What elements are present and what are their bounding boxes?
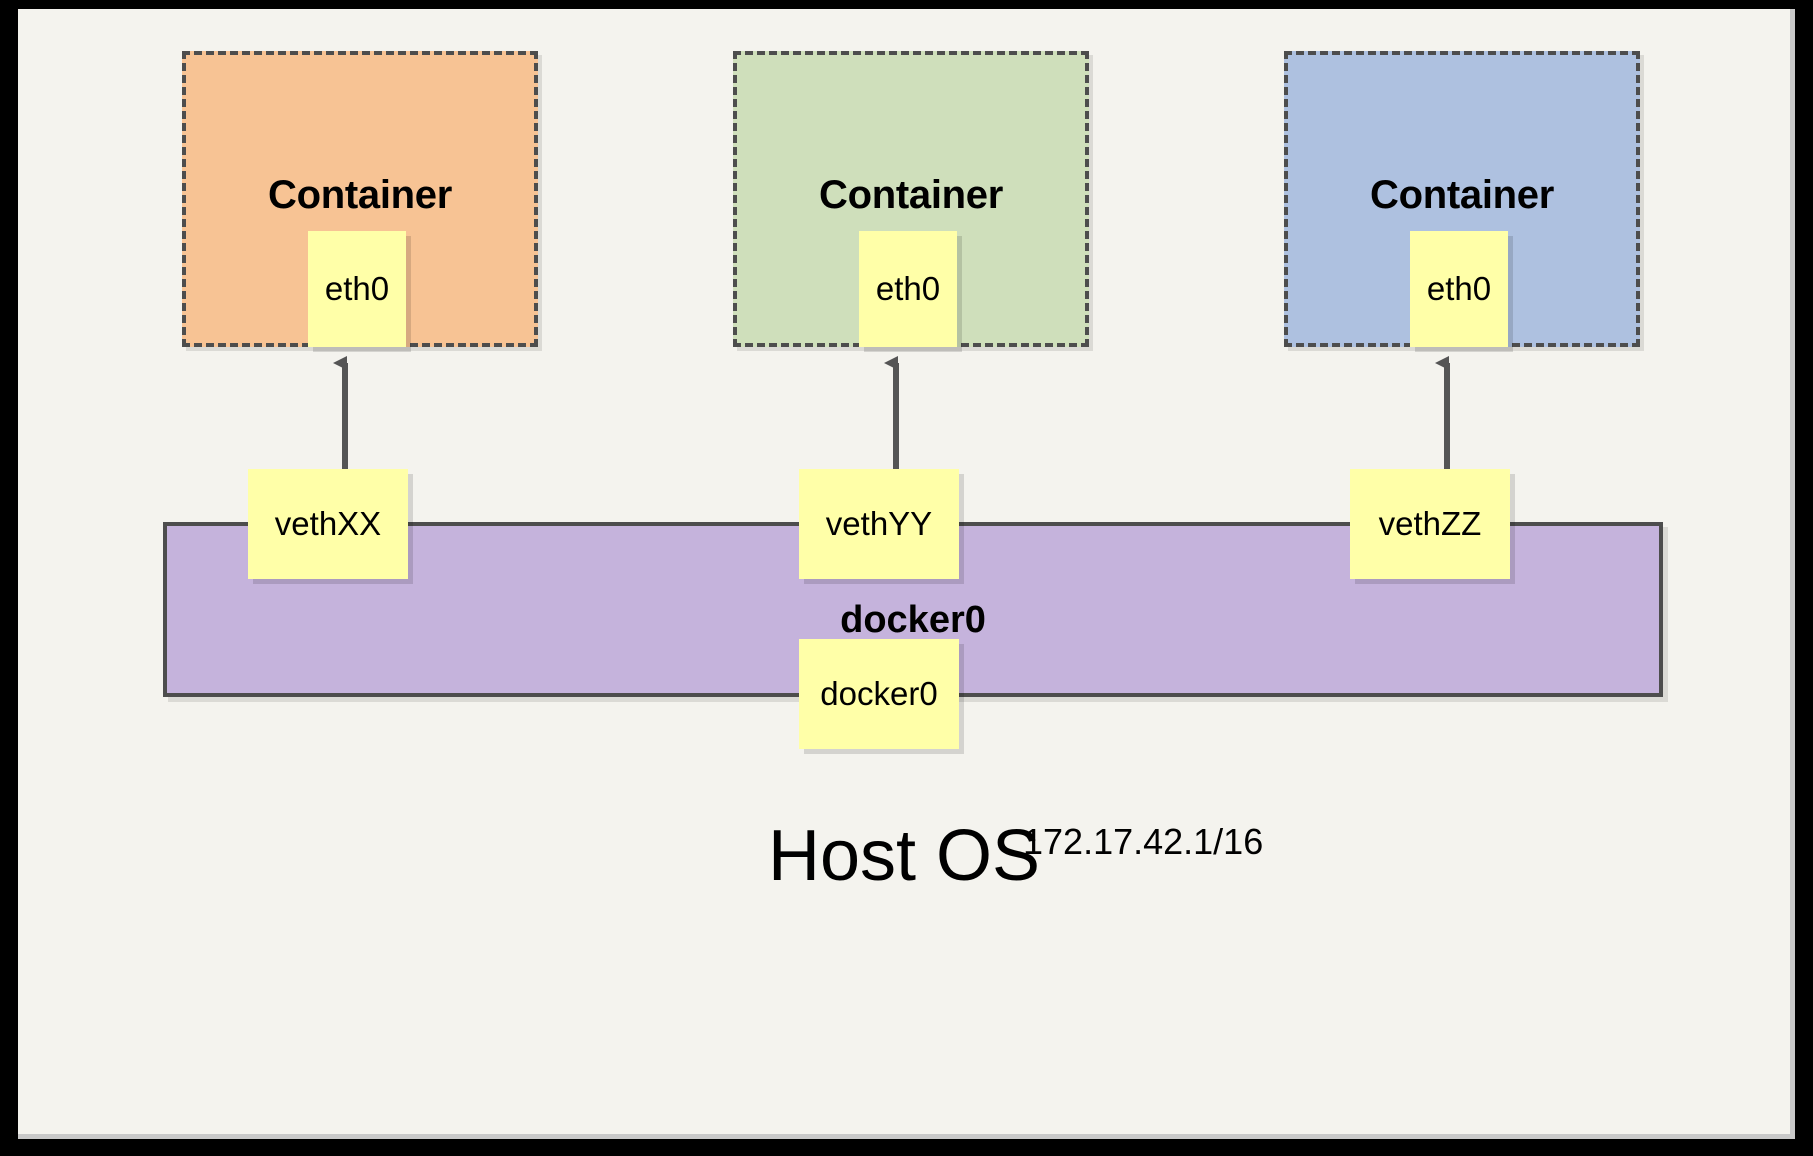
veth-link-arrow-2: [884, 356, 908, 484]
veth-chip-3[interactable]: vethZZ: [1350, 469, 1510, 579]
docker0-interface-chip[interactable]: docker0: [799, 639, 959, 749]
docker0-bridge-label: docker0: [840, 599, 986, 641]
veth-chip-1[interactable]: vethXX: [248, 469, 408, 579]
container-title-2: Container: [819, 173, 1003, 217]
veth-link-arrow-1: [333, 356, 357, 484]
eth0-chip-1[interactable]: eth0: [308, 231, 406, 347]
container-title-3: Container: [1370, 173, 1554, 217]
docker0-ip-label: 172.17.42.1/16: [1023, 821, 1264, 862]
container-title-1: Container: [268, 173, 452, 217]
diagram-page: Container eth0 Container eth0 Container …: [18, 9, 1795, 1139]
eth0-chip-2[interactable]: eth0: [859, 231, 957, 347]
host-os-label: Host OS: [767, 816, 1041, 896]
eth0-chip-3[interactable]: eth0: [1410, 231, 1508, 347]
veth-chip-2[interactable]: vethYY: [799, 469, 959, 579]
veth-link-arrow-3: [1435, 356, 1459, 484]
